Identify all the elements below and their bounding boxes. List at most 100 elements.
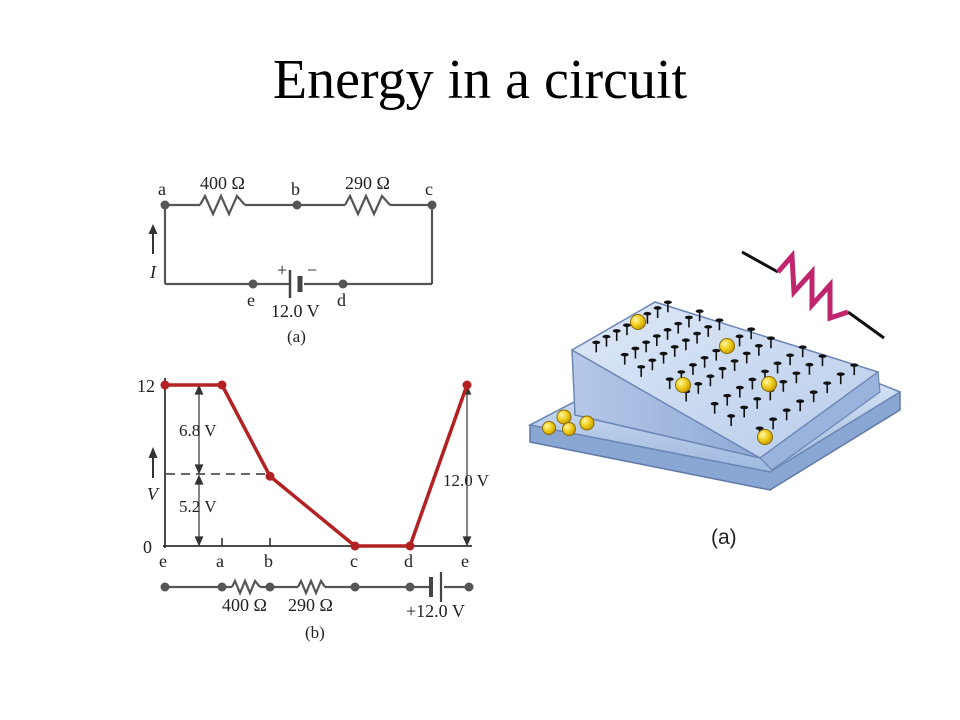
nail-icon	[704, 325, 713, 337]
x-label-c: c	[350, 551, 358, 571]
nail-icon	[748, 377, 757, 390]
node-label-b: b	[291, 179, 300, 199]
potential-chart: 12 0 V	[137, 376, 490, 571]
strip-battery-icon	[429, 572, 443, 602]
current-arrow-icon	[148, 224, 158, 254]
resistor-symbol-icon	[741, 249, 885, 340]
resistor-290-icon	[344, 193, 391, 217]
node-a-dot	[160, 200, 170, 210]
nail-icon	[823, 381, 832, 394]
caption-ramp: (a)	[711, 526, 737, 549]
drop1-dimension-arrow	[194, 384, 204, 475]
nail-icon	[769, 417, 778, 430]
drop2-label: 5.2 V	[179, 497, 217, 516]
nail-icon	[809, 390, 818, 403]
nail-icon	[766, 336, 775, 349]
x-tick-labels: e a b c d e	[159, 551, 469, 571]
node-label-c: c	[425, 179, 433, 199]
x-ticks	[221, 538, 271, 546]
slide-title: Energy in a circuit	[272, 49, 688, 111]
strip-resistor-400-label: 400 Ω	[222, 595, 267, 615]
nail-icon	[718, 366, 727, 379]
potential-point-d	[405, 541, 415, 551]
ball-icon	[562, 422, 576, 436]
nail-icon	[798, 345, 807, 358]
nail-icon	[779, 379, 788, 392]
strip-battery-label: +12.0 V	[406, 601, 465, 621]
nail-icon	[637, 365, 646, 377]
v-axis-arrow-icon	[148, 447, 158, 478]
x-label-b: b	[264, 551, 273, 571]
nail-icon	[850, 363, 859, 376]
nail-icon	[688, 363, 697, 375]
ball-icon	[542, 421, 556, 435]
nail-icon	[700, 355, 709, 368]
nail-icon	[695, 309, 704, 322]
resistor-290-label: 290 Ω	[345, 173, 390, 193]
potential-point-e	[160, 380, 170, 390]
y-tick-12: 12	[137, 376, 155, 396]
ball-icon	[630, 314, 646, 330]
ball-icon	[719, 338, 735, 354]
nail-icon	[681, 338, 690, 351]
nail-icon	[712, 348, 721, 361]
x-label-e-start: e	[159, 551, 167, 571]
caption-b: (b)	[305, 623, 325, 642]
nail-icon	[773, 361, 782, 374]
nail-icon	[786, 353, 795, 366]
nail-icon	[836, 372, 845, 385]
x-label-d: d	[404, 551, 413, 571]
rise-label: 12.0 V	[443, 471, 490, 490]
strip-nodes	[160, 582, 474, 592]
nail-icon	[663, 300, 672, 313]
nail-icon	[663, 328, 672, 340]
potential-series	[160, 380, 472, 551]
node-d-dot	[338, 279, 348, 289]
nail-icon	[735, 385, 744, 398]
nail-icon	[622, 323, 631, 336]
node-label-d: d	[337, 290, 346, 310]
nail-icon	[653, 306, 662, 318]
node-e-dot	[248, 279, 258, 289]
nail-icon	[747, 327, 756, 340]
battery-minus-label: −	[307, 260, 317, 280]
nail-icon	[652, 334, 661, 347]
nail-icon	[792, 371, 801, 384]
x-label-e-end: e	[461, 551, 469, 571]
node-c-dot	[427, 200, 437, 210]
nail-icon	[818, 354, 827, 367]
nail-icon	[665, 377, 674, 390]
nail-icon	[753, 397, 762, 409]
drop2-dimension-arrow	[194, 474, 204, 547]
nail-icon	[740, 405, 749, 418]
ramp-front-face	[759, 370, 881, 471]
nail-icon	[730, 359, 739, 372]
nail-icon	[742, 351, 751, 364]
nail-icon	[706, 374, 715, 387]
battery-icon	[288, 270, 303, 298]
nail-icon	[620, 352, 629, 365]
nail-icon	[659, 351, 668, 364]
nail-icon	[670, 345, 679, 357]
nail-icon	[796, 399, 805, 412]
caption-a: (a)	[287, 327, 306, 346]
nail-icon	[727, 414, 736, 426]
resistor-400-label: 400 Ω	[200, 173, 245, 193]
node-b-dot	[292, 200, 302, 210]
x-label-a: a	[216, 551, 224, 571]
nail-icon	[631, 346, 640, 359]
nail-icon	[592, 340, 601, 353]
ball-icon	[675, 377, 691, 393]
drop1-label: 6.8 V	[179, 421, 217, 440]
ball-icon	[761, 376, 777, 392]
nail-icon	[693, 331, 702, 344]
node-label-a: a	[158, 179, 166, 199]
nail-icon	[612, 329, 621, 341]
circuit-strip	[165, 578, 469, 596]
ramp-figure	[527, 249, 902, 491]
nail-icon	[754, 343, 763, 356]
potential-point-a	[217, 380, 227, 390]
strip-resistor-290-icon	[297, 578, 326, 596]
nail-icon	[684, 315, 693, 328]
v-axis-label: V	[147, 484, 160, 504]
